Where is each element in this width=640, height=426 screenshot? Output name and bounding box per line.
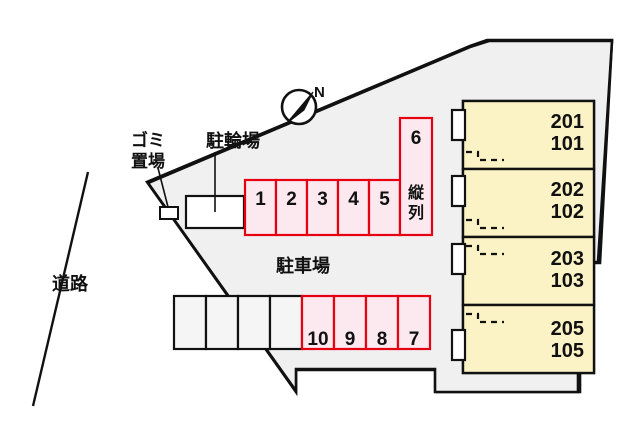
parking-stall[interactable]: 3 <box>305 178 340 237</box>
building-unit[interactable]: 201 101 <box>450 99 596 171</box>
unit-number-upper: 202 <box>551 179 584 201</box>
parking-stall-rect[interactable] <box>236 294 272 351</box>
unit-entrance-box <box>450 108 467 142</box>
building-unit-rect[interactable] <box>461 99 596 171</box>
parking-stall-rect[interactable] <box>204 294 240 351</box>
parking-stall-rect[interactable] <box>332 294 368 351</box>
garbage-area-leader <box>157 167 169 208</box>
parking-stall-tandem-rect[interactable] <box>398 116 434 237</box>
parking-stall-rect[interactable] <box>268 294 304 351</box>
unit-stair-dashed <box>466 218 504 230</box>
parking-stall-number: 4 <box>348 189 359 210</box>
road-label: 道路 <box>52 273 89 294</box>
parking-stall-plain[interactable] <box>268 294 304 351</box>
parking-stall-number: 6 <box>411 128 422 149</box>
parking-stall-number: 9 <box>345 329 356 350</box>
parking-lot-label: 駐車場 <box>276 255 330 276</box>
parking-stall-rect[interactable] <box>396 294 432 351</box>
parking-stall-number: 10 <box>307 329 328 350</box>
building-unit[interactable]: 203 103 <box>450 235 596 307</box>
parking-stall[interactable]: 8 <box>364 294 400 351</box>
tandem-note-line2: 列 <box>408 203 424 222</box>
unit-entrance-box <box>450 242 467 276</box>
parking-stall-number: 1 <box>255 189 266 210</box>
parking-stall-plain[interactable] <box>204 294 240 351</box>
parking-stall-number: 5 <box>379 189 390 210</box>
unit-number-upper: 201 <box>551 111 584 133</box>
parking-stall[interactable]: 9 <box>332 294 368 351</box>
parking-stall-rect[interactable] <box>172 294 208 351</box>
unit-number-lower: 101 <box>551 133 584 155</box>
parking-stall-rect[interactable] <box>364 294 400 351</box>
garbage-area-label-line2: 置場 <box>131 152 165 171</box>
parking-stall-plain[interactable] <box>172 294 208 351</box>
parking-stall-plain[interactable] <box>236 294 272 351</box>
compass-north-label: N <box>314 84 325 101</box>
building-unit-rect[interactable] <box>461 303 596 375</box>
parking-stall-rect[interactable] <box>274 178 309 237</box>
parking-stall-number: 2 <box>286 189 297 210</box>
tandem-note-line1: 縦 <box>408 183 425 202</box>
parking-top-row: 1 2 3 4 5 <box>243 178 402 237</box>
building-unit[interactable]: 205 105 <box>450 303 596 375</box>
parking-stall-tandem[interactable]: 6 縦 列 <box>398 116 434 237</box>
unit-entrance-box <box>450 174 467 208</box>
unit-number-upper: 205 <box>551 318 584 340</box>
building-unit-rect[interactable] <box>461 235 596 307</box>
building-unit[interactable]: 202 102 <box>450 167 596 239</box>
building-unit-rect[interactable] <box>461 167 596 239</box>
unit-stair-dashed <box>466 244 504 256</box>
parking-stall[interactable]: 1 <box>243 178 278 237</box>
parking-stall-number: 3 <box>317 189 328 210</box>
parking-stall[interactable]: 5 <box>367 178 402 237</box>
garbage-area-label-line1: ゴミ <box>131 130 165 150</box>
apartment-building: 201 101 202 102 203 103 205 105 <box>450 99 596 375</box>
unit-number-lower: 105 <box>551 340 584 362</box>
garbage-area-box <box>159 206 179 220</box>
parking-stall[interactable]: 7 <box>396 294 432 351</box>
parking-stall[interactable]: 2 <box>274 178 309 237</box>
unit-stair-dashed <box>466 312 504 324</box>
parking-stall-number: 8 <box>377 329 388 350</box>
parking-stall[interactable]: 4 <box>336 178 371 237</box>
compass-rose: N <box>280 84 325 126</box>
parking-stall-rect[interactable] <box>300 294 336 351</box>
compass-needle <box>285 91 314 125</box>
parking-stall-number: 7 <box>409 329 420 350</box>
unit-entrance-box <box>450 328 467 362</box>
road-far-edge <box>31 171 90 407</box>
unit-number-lower: 102 <box>551 201 584 223</box>
unit-number-upper: 203 <box>551 248 584 270</box>
bicycle-parking-label: 駐輪場 <box>206 130 260 151</box>
unit-number-lower: 103 <box>551 270 584 292</box>
unit-stair-dashed <box>466 150 504 162</box>
parking-bottom-row: 10 9 8 7 <box>172 294 432 351</box>
parking-stall[interactable]: 10 <box>300 294 336 351</box>
